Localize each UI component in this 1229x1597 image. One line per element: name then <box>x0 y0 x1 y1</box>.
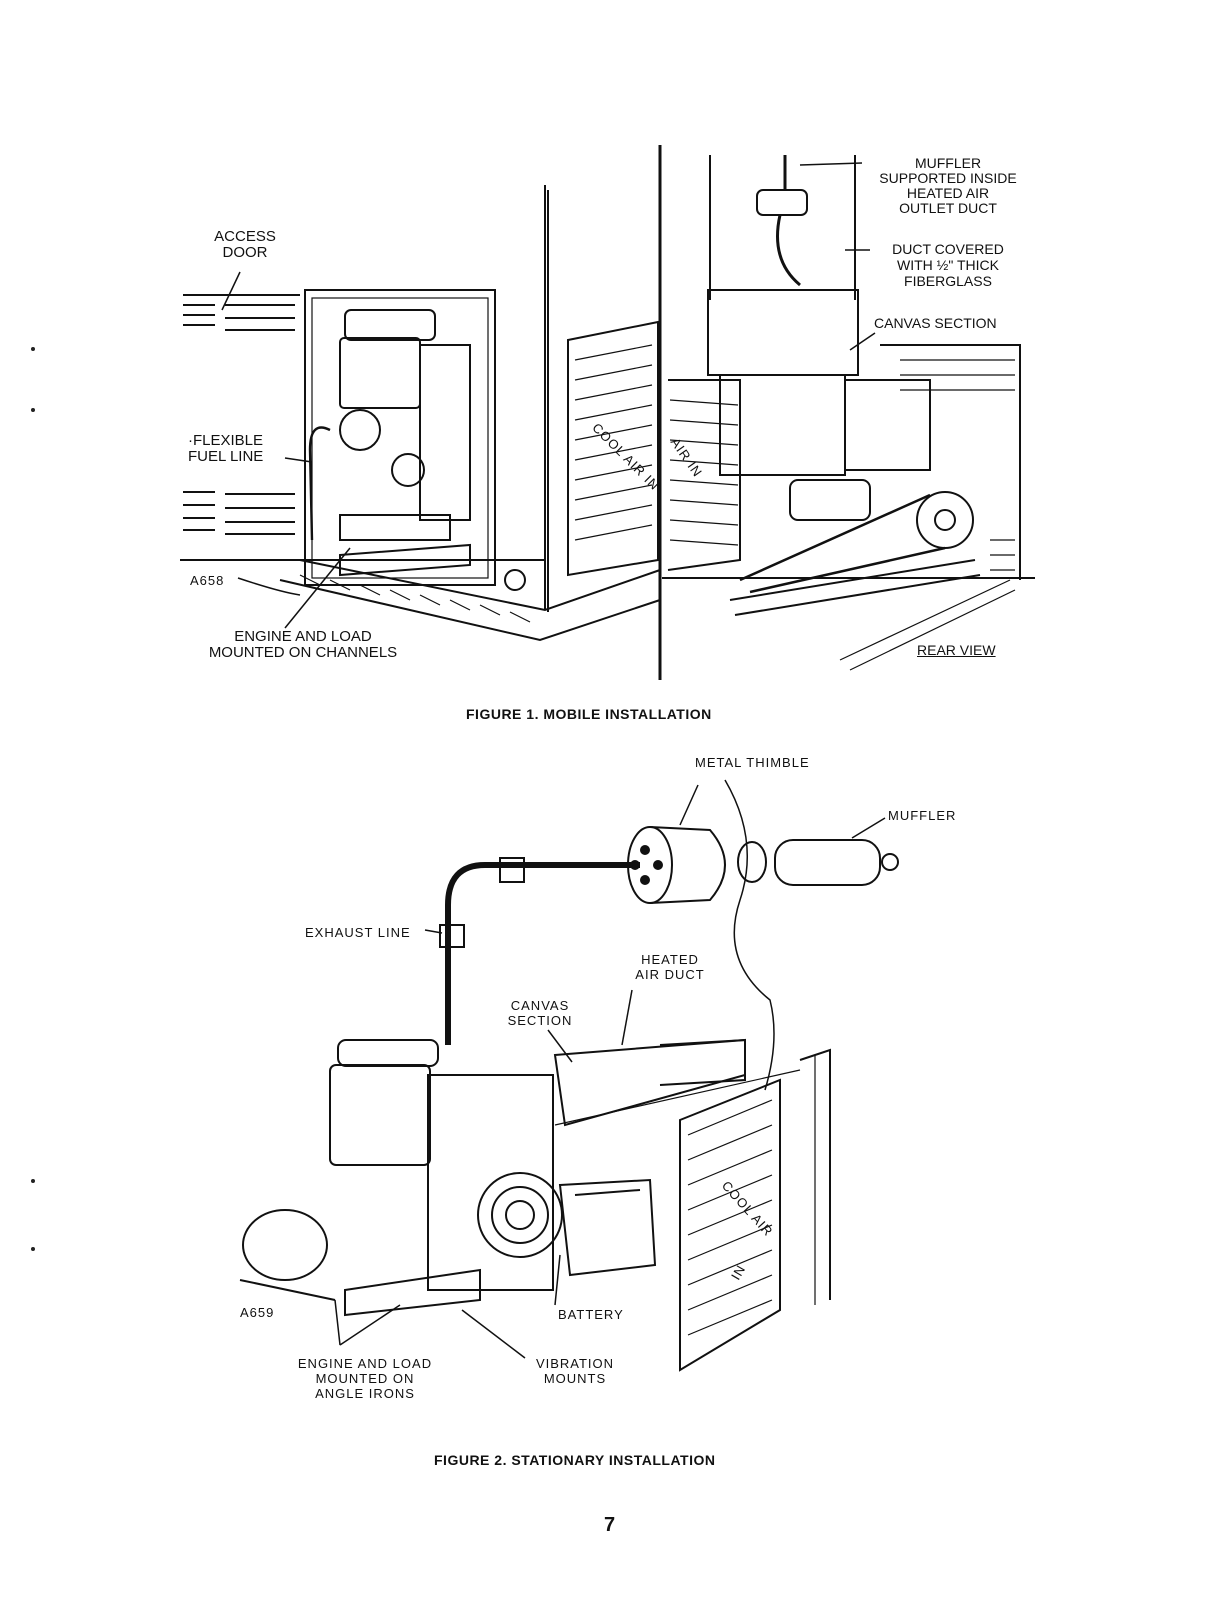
access-door-frame <box>304 289 496 586</box>
label-muffler-outlet-duct: MUFFLER SUPPORTED INSIDE HEATED AIR OUTL… <box>879 155 1017 216</box>
label-battery: BATTERY <box>558 1307 624 1322</box>
canvas-section-shape <box>707 289 859 376</box>
figure-2-caption: FIGURE 2. STATIONARY INSTALLATION <box>434 1452 716 1468</box>
leader-exhaust-line <box>424 929 443 934</box>
heated-air-duct-rear <box>719 374 846 476</box>
label-rear-view: REAR VIEW <box>917 642 996 658</box>
label-engine-load-channels: ENGINE AND LOAD MOUNTED ON CHANNELS <box>208 628 398 661</box>
leader-muffler-stationary <box>851 817 886 839</box>
generator-pulley <box>916 491 974 549</box>
leader-engine-channels <box>284 547 351 629</box>
label-vibration-mounts: VIBRATION MOUNTS <box>535 1356 615 1386</box>
label-muffler-stationary: MUFFLER <box>888 808 957 823</box>
figure-1-caption: FIGURE 1. MOBILE INSTALLATION <box>466 706 712 722</box>
leader-access-door <box>221 271 241 311</box>
louver-vents-left-lower <box>183 491 295 535</box>
leader-canvas-stationary <box>547 1029 573 1063</box>
label-duct-covered-fiberglass: DUCT COVERED WITH ½" THICK FIBERGLASS <box>892 241 1004 289</box>
leader-muffler-rear <box>799 162 863 166</box>
label-canvas-section-rear: CANVAS SECTION <box>874 315 997 331</box>
scan-mark <box>31 408 35 412</box>
exhaust-line-pipe <box>445 862 640 1045</box>
louver-panel-stationary <box>679 1078 781 1372</box>
battery-shape <box>558 1178 657 1277</box>
angle-irons <box>344 1268 481 1317</box>
label-canvas-section-stationary: CANVAS SECTION <box>507 998 573 1028</box>
generator-housing <box>427 1074 554 1291</box>
label-metal-thimble: METAL THIMBLE <box>695 755 810 770</box>
scan-mark <box>31 1179 35 1183</box>
label-flexible-fuel-line: ·FLEXIBLE FUEL LINE <box>188 432 264 465</box>
muffler-shape <box>756 189 808 216</box>
scan-mark <box>31 347 35 351</box>
leader-vibration-mounts <box>461 1309 526 1359</box>
engine-block <box>339 337 421 409</box>
flexible-fuel-line <box>308 426 331 541</box>
muffler-body <box>774 839 881 886</box>
page-number: 7 <box>604 1514 616 1536</box>
label-engine-load-angle-irons: ENGINE AND LOAD MOUNTED ON ANGLE IRONS <box>297 1356 433 1401</box>
scan-mark <box>31 1247 35 1251</box>
drive-belt <box>739 493 946 594</box>
cooling-fan <box>477 1172 563 1258</box>
drain-plug <box>504 569 526 591</box>
label-exhaust-line: EXHAUST LINE <box>305 925 411 940</box>
label-ref-code-a658: A658 <box>190 573 225 588</box>
leader-canvas-rear <box>849 332 876 351</box>
fuel-tank <box>242 1209 328 1281</box>
louver-panel-cool-air-in <box>567 320 659 577</box>
label-heated-air-duct: HEATED AIR DUCT <box>635 952 705 982</box>
wall-section-line <box>724 779 775 1091</box>
label-access-door: ACCESS DOOR <box>214 228 276 261</box>
louver-vents-left-upper <box>183 294 300 331</box>
leader-metal-thimble <box>679 784 699 826</box>
engine-block-stationary <box>329 1064 431 1166</box>
label-ref-code-a659: A659 <box>240 1305 275 1320</box>
leader-heated-air-duct <box>621 989 633 1046</box>
leader-angle-irons <box>334 1299 401 1346</box>
leader-battery <box>554 1254 561 1306</box>
leader-a658 <box>237 577 301 596</box>
leader-fuel-line <box>284 457 313 463</box>
